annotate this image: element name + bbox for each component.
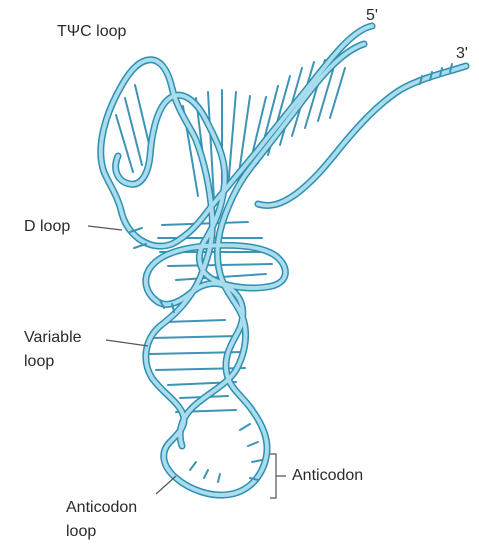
d-loop-leader [87,225,123,231]
anticodon-label: Anticodon [292,467,364,484]
five-prime-label: 5' [366,7,378,24]
unpaired-base-stubs [129,63,453,483]
anticodon-loop-label-line1: Anticodon [66,499,138,516]
rna-backbone-fill [98,24,468,497]
d-loop-label: D loop [24,218,71,235]
anticodon-loop-leader [155,475,177,495]
base-pair-rungs [115,59,346,413]
variable-loop-label-line2: loop [24,353,55,370]
variable-loop-label-line1: Variable [24,329,82,346]
anticodon-loop-label-line2: loop [66,523,97,540]
anticodon-bracket [270,453,286,499]
three-prime-label: 3' [456,45,468,62]
tpsic-loop-label: TΨC loop [57,23,127,40]
variable-loop-leader [105,339,149,347]
